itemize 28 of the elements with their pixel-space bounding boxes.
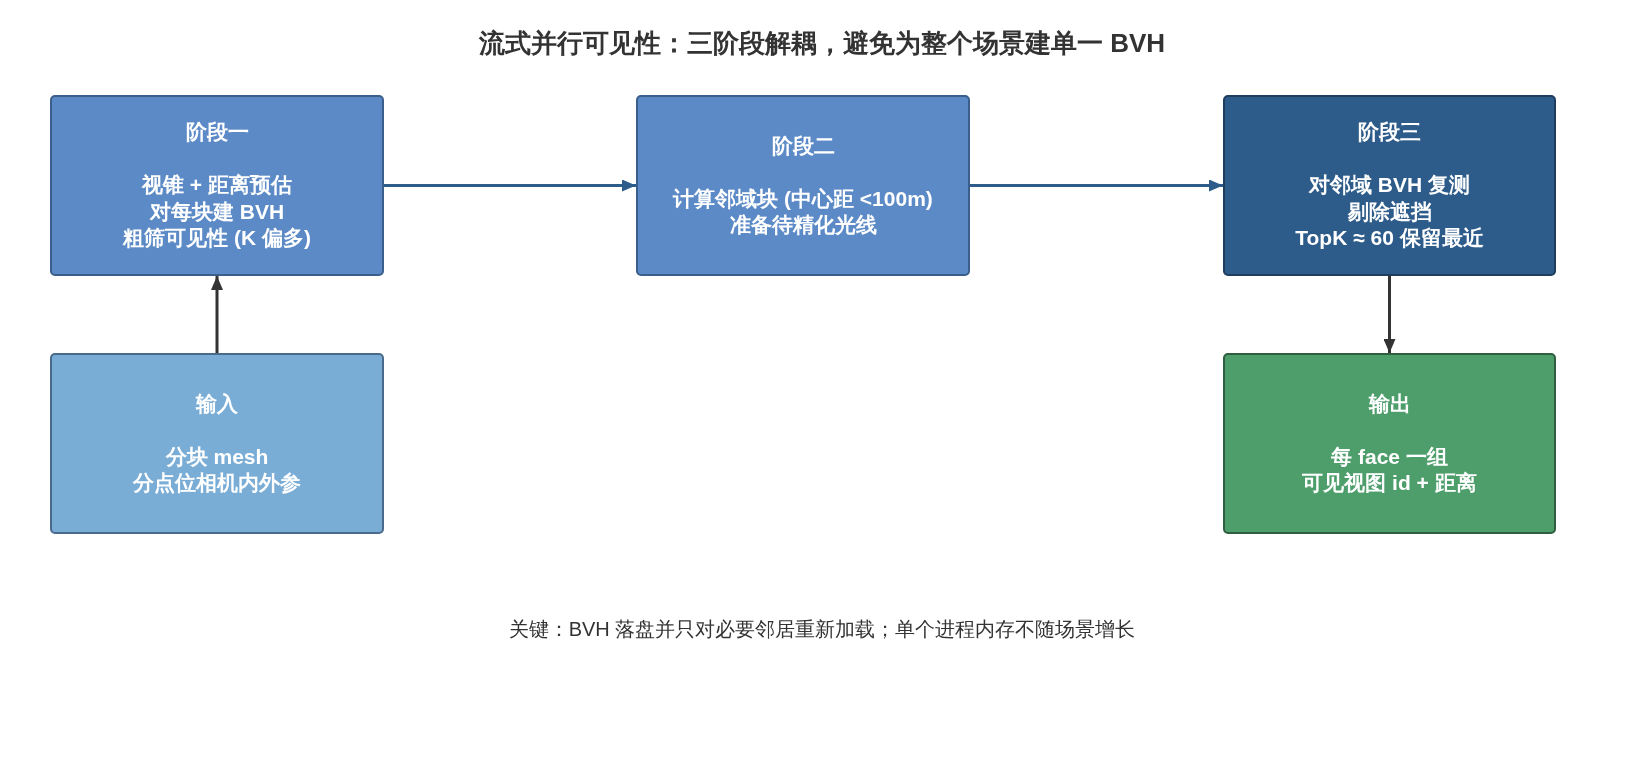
box-text: 可见视图 id + 距离 [1302,470,1477,496]
process-box [50,353,384,534]
box-text: 分块 mesh [165,443,269,470]
box-heading: 阶段二 [771,132,835,159]
box-text: 每 face 一组 [1331,443,1448,470]
process-box [1223,353,1556,534]
box-text: 粗筛可见性 (K 偏多) [123,225,311,252]
box-text: 计算邻域块 (中心距 <100m) [673,185,933,212]
box-text: 视锥 + 距离预估 [142,172,292,199]
process-box [50,95,384,276]
box-heading: 阶段三 [1358,119,1421,146]
box-text: TopK ≈ 60 保留最近 [1295,225,1484,252]
process-box [636,95,970,276]
arrow [384,179,636,192]
diagram-title: 流式并行可见性：三阶段解耦，避免为整个场景建单一 BVH [478,27,1166,59]
box-heading: 输入 [196,390,238,417]
note-text: 关键：BVH 落盘并只对必要邻居重新加载；单个进程内存不随场景增长 [508,617,1136,642]
arrow [1383,276,1396,353]
box-heading: 输出 [1368,390,1411,417]
box-text: 剔除遮挡 [1347,198,1432,225]
box-text: 准备待精化光线 [729,212,877,238]
box-text: 分点位相机内外参 [133,470,301,496]
arrow [211,276,223,353]
box-heading: 阶段一 [185,119,249,146]
box-text: 对每块建 BVH [149,198,285,225]
process-box [1223,95,1556,276]
arrow [970,179,1223,192]
box-text: 对邻域 BVH 复测 [1309,172,1470,199]
